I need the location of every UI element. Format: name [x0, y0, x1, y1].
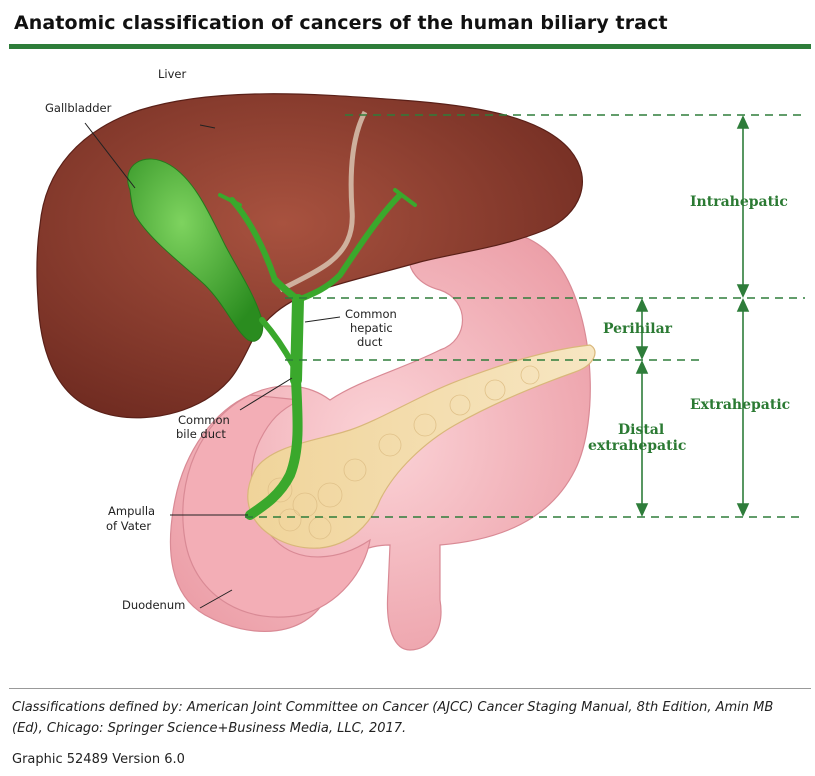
common-hepatic-duct-label-2: hepatic — [350, 321, 393, 335]
title-divider — [9, 44, 811, 49]
liver-label: Liver — [158, 67, 186, 81]
common-bile-duct-label-2: bile duct — [176, 427, 226, 441]
duodenum-label: Duodenum — [122, 598, 185, 612]
graphic-version: Graphic 52489 Version 6.0 — [12, 752, 185, 767]
common-bile-duct-label-1: Common — [178, 413, 230, 427]
zone-extrahepatic-label: Extrahepatic — [690, 397, 790, 413]
common-hepatic-duct-label-1: Common — [345, 307, 397, 321]
footer-divider — [9, 688, 811, 689]
common-hepatic-duct-label-3: duct — [357, 335, 383, 349]
page-title: Anatomic classification of cancers of th… — [14, 12, 668, 34]
range-arrows — [637, 117, 748, 515]
ampulla-label-2: of Vater — [106, 519, 151, 533]
zone-distal-label-2: extrahepatic — [588, 438, 686, 454]
biliary-tract-illustration: Liver Gallbladder Common hepatic duct Co… — [0, 50, 815, 680]
gallbladder-label: Gallbladder — [45, 101, 112, 115]
zone-intrahepatic-label: Intrahepatic — [690, 194, 788, 210]
zone-perihilar-label: Perihilar — [603, 321, 673, 337]
ampulla-label-1: Ampulla — [108, 504, 155, 518]
zone-distal-label-1: Distal — [618, 422, 664, 438]
classification-source-note: Classifications defined by: American Joi… — [12, 697, 802, 739]
